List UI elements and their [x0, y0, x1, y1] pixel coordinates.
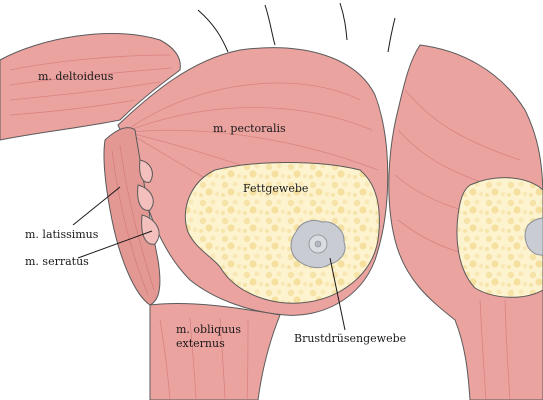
label-pectoralis: m. pectoralis — [213, 122, 286, 135]
label-fettgewebe: Fettgewebe — [243, 182, 308, 195]
label-brustdruesengewebe: Brustdrüsengewebe — [294, 332, 406, 345]
gland-tissue-left — [291, 220, 345, 267]
label-deltoideus: m. deltoideus — [38, 70, 114, 83]
label-obliquus-line1: m. obliquus — [176, 323, 241, 336]
label-serratus: m. serratus — [25, 255, 89, 268]
fat-tissue-right — [457, 178, 543, 298]
label-latissimus: m. latissimus — [25, 228, 99, 241]
label-obliquus-line2: externus — [176, 337, 225, 350]
obliquus-muscle — [150, 303, 280, 400]
neck-outline — [198, 3, 395, 52]
